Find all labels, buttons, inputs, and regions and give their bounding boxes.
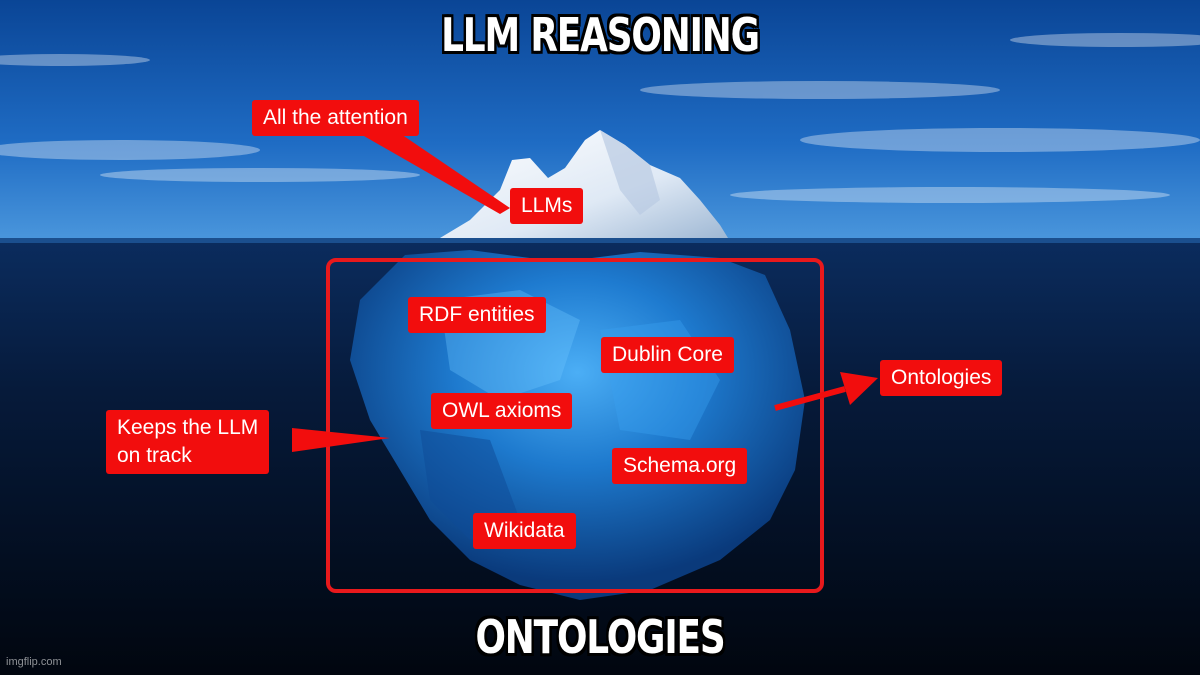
keeps-llm-line-1: Keeps the LLM bbox=[117, 416, 259, 439]
keeps-llm-line-2: on track bbox=[117, 444, 192, 467]
imgflip-watermark: imgflip.com bbox=[6, 656, 62, 668]
keeps-on-track-pointer bbox=[292, 428, 390, 452]
label-ontologies: Ontologies bbox=[880, 360, 1003, 396]
ontologies-arrow bbox=[774, 372, 878, 411]
label-keeps-llm-on-track: Keeps the LLM on track bbox=[106, 410, 270, 474]
label-rdf-entities: RDF entities bbox=[408, 297, 546, 333]
waterline bbox=[0, 238, 1200, 243]
clouds bbox=[0, 33, 1200, 203]
knowledge-frame bbox=[326, 258, 824, 593]
label-all-the-attention: All the attention bbox=[252, 100, 419, 136]
label-owl-axioms: OWL axioms bbox=[431, 393, 573, 429]
attention-pointer bbox=[350, 128, 510, 214]
label-wikidata: Wikidata bbox=[473, 513, 576, 549]
bottom-caption: ONTOLOGIES bbox=[475, 610, 725, 664]
label-schema-org: Schema.org bbox=[612, 448, 748, 484]
top-caption: LLM REASONING bbox=[441, 8, 760, 62]
label-llms: LLMs bbox=[510, 188, 584, 224]
label-dublin-core: Dublin Core bbox=[601, 337, 734, 373]
